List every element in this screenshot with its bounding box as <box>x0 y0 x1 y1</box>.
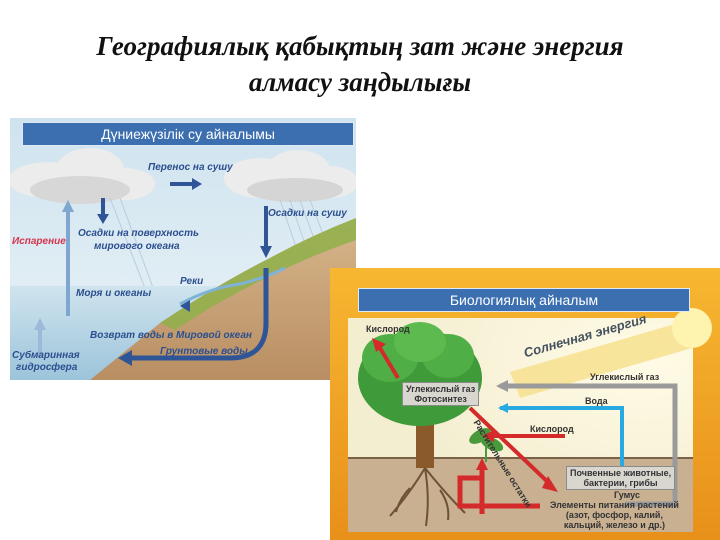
label-soil-2: бактерии, грибы <box>570 478 671 488</box>
label-co2-box-2: Фотосинтез <box>406 394 475 404</box>
title-line-1: Географиялық қабықтың зат және энергия <box>0 28 720 64</box>
water-cycle-diagram: Дүниежүзілік су айналымы Перенос на сушу… <box>10 118 356 380</box>
label-submarine-2: гидросфера <box>16 362 77 374</box>
label-co2-right: Углекислый газ <box>590 372 659 382</box>
water-cycle-banner: Дүниежүзілік су айналымы <box>22 122 354 146</box>
soil-organisms-box: Почвенные животные, бактерии, грибы <box>566 466 675 490</box>
label-oxygen-mid: Кислород <box>530 424 574 434</box>
sun <box>672 308 712 348</box>
nutrients-block: Элементы питания растений (азот, фосфор,… <box>550 500 679 530</box>
bio-cycle-banner: Биологиялық айналым <box>358 288 690 312</box>
label-seas-oceans: Моря и океаны <box>76 288 151 300</box>
co2-photosynthesis-box: Углекислый газ Фотосинтез <box>402 382 479 406</box>
label-submarine-1: Субмаринная <box>12 350 80 362</box>
title-line-2: алмасу заңдылығы <box>0 64 720 100</box>
label-oxygen-top: Кислород <box>366 324 410 334</box>
page-title: Географиялық қабықтың зат және энергия а… <box>0 28 720 100</box>
label-nutrients-1: Элементы питания растений <box>550 500 679 510</box>
label-nutrients-3: кальций, железо и др.) <box>550 520 679 530</box>
label-rivers: Реки <box>180 276 203 288</box>
label-co2-box-1: Углекислый газ <box>406 384 475 394</box>
label-return-water: Возврат воды в Мировой океан <box>90 330 252 342</box>
label-precip-ocean-1: Осадки на поверхность <box>78 228 199 240</box>
label-water: Вода <box>585 396 608 406</box>
label-nutrients-2: (азот, фосфор, калий, <box>550 510 679 520</box>
label-precip-land: Осадки на сушу <box>268 208 347 220</box>
bio-cycle-diagram: Биологиялық айналым Кислород Солнечная э… <box>330 268 720 540</box>
label-groundwater: Грунтовые воды <box>160 346 248 358</box>
label-humus: Гумус <box>614 490 640 500</box>
label-precip-ocean-2: мирового океана <box>94 241 180 253</box>
label-soil-1: Почвенные животные, <box>570 468 671 478</box>
label-transfer-to-land: Перенос на сушу <box>148 162 233 174</box>
label-evaporation: Испарение <box>12 236 66 248</box>
